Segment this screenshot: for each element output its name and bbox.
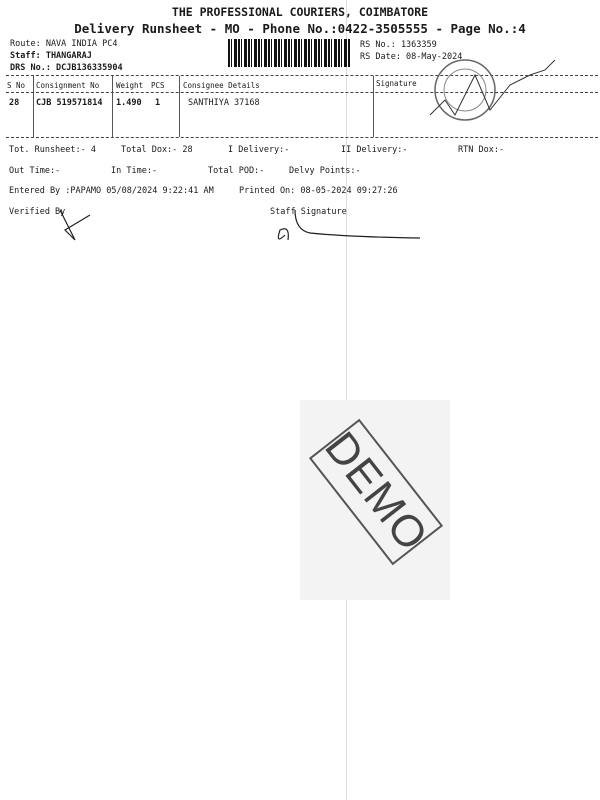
- divider: [6, 137, 598, 138]
- column-divider: [373, 76, 374, 137]
- rs-number: RS No.: 1363359: [360, 40, 437, 50]
- i-delivery: I Delivery:-: [228, 145, 290, 155]
- column-divider: [33, 76, 34, 137]
- in-time: In Time:-: [111, 166, 158, 176]
- out-time: Out Time:-: [9, 166, 61, 176]
- tot-runsheet: Tot. Runsheet:- 4: [9, 145, 96, 155]
- demo-stamp: DEMO: [308, 418, 444, 566]
- total-dox: Total Dox:- 28: [121, 145, 193, 155]
- ii-delivery: II Delivery:-: [341, 145, 408, 155]
- printed-on: Printed On: 08-05-2024 09:27:26: [239, 186, 398, 196]
- cell-pcs: 1: [155, 98, 161, 108]
- col-header-consignment: Consignment No: [36, 81, 100, 90]
- company-title: THE PROFESSIONAL COURIERS, COIMBATORE: [171, 5, 429, 19]
- entered-by: Entered By :PAPAMO 05/08/2024 9:22:41 AM: [9, 186, 214, 196]
- column-divider: [179, 76, 180, 137]
- rtn-dox: RTN Dox:-: [458, 145, 505, 155]
- hospital-stamp-icon: [429, 59, 556, 121]
- cell-consignment: CJB 519571814: [36, 98, 103, 108]
- divider: [6, 75, 598, 76]
- col-header-signature: Signature: [376, 79, 417, 88]
- column-divider: [112, 76, 113, 137]
- runsheet-subtitle: Delivery Runsheet - MO - Phone No.:0422-…: [74, 21, 526, 36]
- drs-number: DRS No.: DCJB136335904: [10, 63, 123, 73]
- verified-by-label: Verified By: [9, 207, 66, 217]
- cell-weight: 1.490: [116, 98, 142, 108]
- barcode: [228, 39, 350, 67]
- rs-date: RS Date: 08-May-2024: [360, 52, 463, 62]
- col-header-consignee: Consignee Details: [183, 81, 260, 90]
- col-header-sno: S No: [7, 81, 26, 90]
- route: Route: NAVA INDIA PC4: [10, 39, 118, 49]
- divider: [6, 92, 598, 93]
- staff: Staff: THANGARAJ: [10, 51, 92, 61]
- signature-icon: [59, 209, 421, 241]
- col-header-pcs: PCS: [151, 81, 165, 90]
- demo-watermark: DEMO: [300, 400, 450, 600]
- staff-signature-label: Staff Signature: [270, 207, 347, 217]
- total-pod: Total POD:-: [208, 166, 265, 176]
- cell-sno: 28: [9, 98, 20, 108]
- col-header-weight: Weight: [116, 81, 144, 90]
- cell-consignee: SANTHIYA 37168: [188, 98, 260, 108]
- delvy-points: Delvy Points:-: [289, 166, 361, 176]
